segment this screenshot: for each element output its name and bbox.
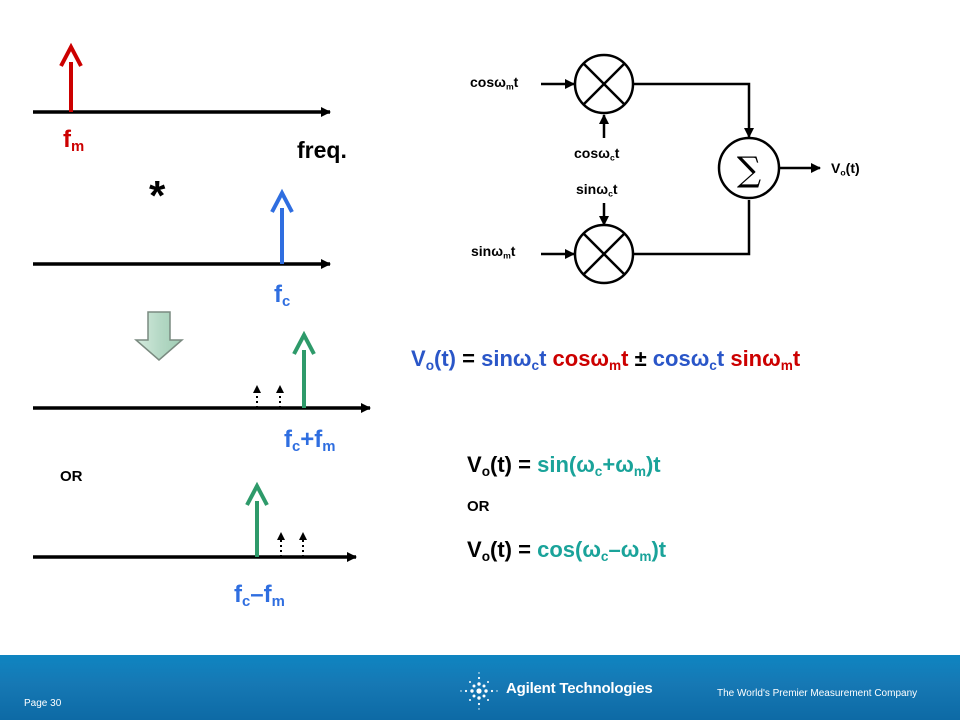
spectrum-axes bbox=[33, 107, 371, 562]
modulation-diagram: ∑ bbox=[33, 42, 821, 562]
wire-mix2-sum bbox=[633, 200, 751, 256]
sum-dotted-arrows bbox=[253, 385, 284, 408]
label-fm: fm bbox=[63, 126, 85, 156]
equation-1: Vo(t) = sinωct cosωmt ± cosωct sinωmt bbox=[411, 346, 801, 373]
brand-name: Agilent Technologies bbox=[506, 680, 653, 697]
label-sum: fc+fm bbox=[284, 426, 336, 456]
page-number: Page 30 bbox=[24, 698, 62, 709]
sigma-symbol: ∑ bbox=[737, 150, 761, 190]
label-or-left: OR bbox=[60, 468, 83, 485]
label-convolution: * bbox=[149, 172, 166, 219]
label-out: Vo(t) bbox=[831, 160, 860, 178]
label-freq: freq. bbox=[297, 137, 347, 163]
wire-mix1-sum bbox=[633, 82, 754, 138]
diff-dotted-arrows bbox=[277, 532, 307, 557]
down-arrow bbox=[133, 311, 185, 361]
mixer-top bbox=[573, 53, 635, 115]
label-or-right: OR bbox=[467, 498, 490, 515]
fc-arrow bbox=[270, 188, 294, 264]
agilent-spark-logo-icon bbox=[460, 672, 498, 710]
equation-3: Vo(t) = cos(ωc–ωm)t bbox=[467, 537, 667, 564]
sum-arrow bbox=[292, 330, 316, 408]
label-carrier2: sinωct bbox=[576, 181, 618, 199]
diff-arrow bbox=[245, 481, 269, 557]
label-carrier1: cosωct bbox=[574, 145, 620, 163]
equation-2: Vo(t) = sin(ωc+ωm)t bbox=[467, 452, 661, 479]
tagline: The World's Premier Measurement Company bbox=[717, 688, 918, 699]
fm-arrow bbox=[59, 42, 83, 112]
label-in2: sinωmt bbox=[471, 243, 516, 261]
footer-bar: Page 30 Agilent Technologies The World's… bbox=[0, 655, 960, 720]
label-diff: fc–fm bbox=[234, 581, 285, 611]
label-fc: fc bbox=[274, 281, 291, 311]
block-diagram bbox=[541, 53, 821, 285]
mixer-bottom bbox=[573, 223, 635, 285]
label-in1: cosωmt bbox=[470, 74, 519, 92]
